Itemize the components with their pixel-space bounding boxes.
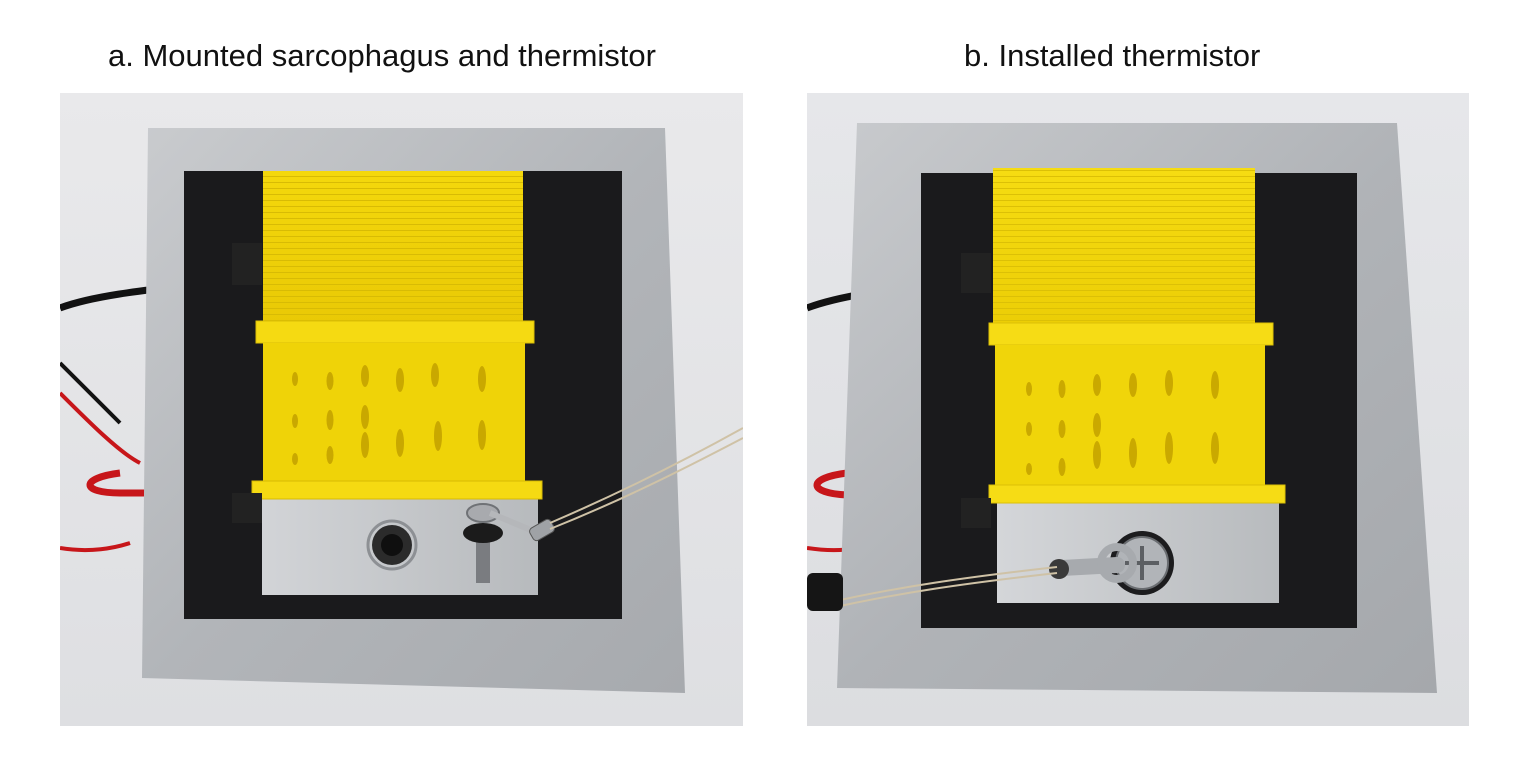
panel-b-photo xyxy=(807,93,1469,726)
panel-b-caption: b. Installed thermistor xyxy=(964,38,1261,73)
vent-holes xyxy=(292,363,486,465)
red-wire-thin xyxy=(60,391,141,465)
thermistor-lead xyxy=(826,566,1058,604)
black-wire-2 xyxy=(60,361,122,425)
screw xyxy=(476,533,490,583)
sarcophagus-bottom-ledge xyxy=(251,480,543,500)
panel-a-caption: a. Mounted sarcophagus and thermistor xyxy=(108,38,656,73)
lead-connector xyxy=(807,573,843,611)
thermistor-lead xyxy=(549,427,743,524)
red-wire xyxy=(86,469,220,497)
sarcophagus-body xyxy=(263,343,525,483)
thermistor-lug xyxy=(529,518,555,542)
thermistor-lug xyxy=(1054,557,1125,576)
sarcophagus-ledge xyxy=(255,320,535,344)
sarcophagus-bottom-ledge xyxy=(988,484,1286,504)
panel-a-photo xyxy=(60,93,743,726)
mounted-sarcophagus-illustration xyxy=(60,93,743,726)
sarcophagus-ledge xyxy=(988,322,1274,346)
sarcophagus-body xyxy=(995,345,1265,485)
installed-thermistor-illustration xyxy=(807,93,1469,726)
red-wire-low xyxy=(60,541,131,553)
vent-holes xyxy=(1026,370,1219,476)
